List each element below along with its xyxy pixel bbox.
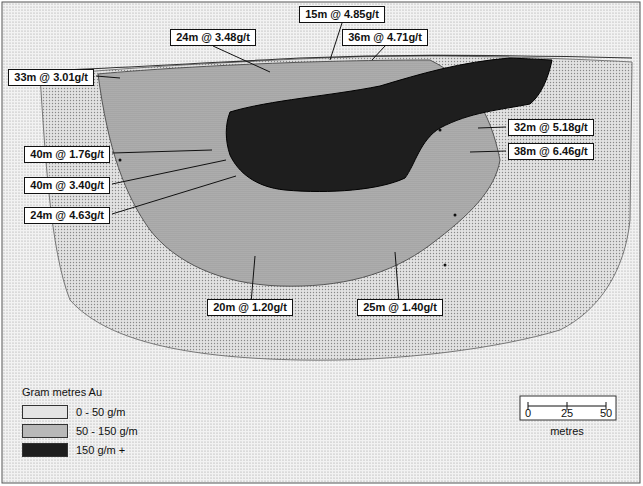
grade-callout: 32m @ 5.18g/t [508,119,594,136]
grade-callout: 38m @ 6.46g/t [508,143,594,160]
scale-label: 50 [600,407,612,420]
leader-lines [96,23,506,315]
scale-label: 0 [525,407,531,420]
grade-callout: 40m @ 1.76g/t [24,146,110,163]
drill-points [119,129,457,267]
legend-swatch [22,405,68,419]
legend-text: 50 - 150 g/m [76,425,138,438]
grade-callout: 24m @ 3.48g/t [170,29,256,46]
legend-text: 150 g/m + [76,444,125,457]
low-grade-zone [40,56,632,360]
high-grade-zone [226,58,552,192]
callout-text: 40m @ 1.76g/t [30,148,104,161]
grade-callout: 25m @ 1.40g/t [357,299,443,316]
grade-callout: 24m @ 4.63g/t [24,207,110,224]
grade-callout: 15m @ 4.85g/t [299,6,385,23]
callout-text: 24m @ 4.63g/t [30,209,104,222]
callout-text: 32m @ 5.18g/t [514,121,588,134]
legend-entry: 150 g/m + [22,443,125,457]
callout-text: 36m @ 4.71g/t [348,31,422,44]
callout-text: 20m @ 1.20g/t [213,301,287,314]
scale-label: metres [550,425,584,438]
grade-callout: 36m @ 4.71g/t [342,29,428,46]
callout-text: 24m @ 3.48g/t [176,31,250,44]
callout-text: 40m @ 3.40g/t [30,179,104,192]
grade-callout: 20m @ 1.20g/t [207,299,293,316]
grade-callout: 40m @ 3.40g/t [24,177,110,194]
legend-swatch [22,443,68,457]
grade-callout: 33m @ 3.01g/t [8,69,94,86]
scale-label: 25 [561,407,573,420]
legend-entry: 50 - 150 g/m [22,424,138,438]
callout-text: 33m @ 3.01g/t [14,71,88,84]
legend-entry: 0 - 50 g/m [22,405,126,419]
scale-bar [520,396,616,420]
callout-text: 38m @ 6.46g/t [514,145,588,158]
ground-surface [20,55,632,72]
legend-swatch [22,424,68,438]
legend-text: 0 - 50 g/m [76,406,126,419]
callout-text: 15m @ 4.85g/t [305,8,379,21]
callout-text: 25m @ 1.40g/t [363,301,437,314]
legend-heading: Gram metres Au [22,386,102,399]
